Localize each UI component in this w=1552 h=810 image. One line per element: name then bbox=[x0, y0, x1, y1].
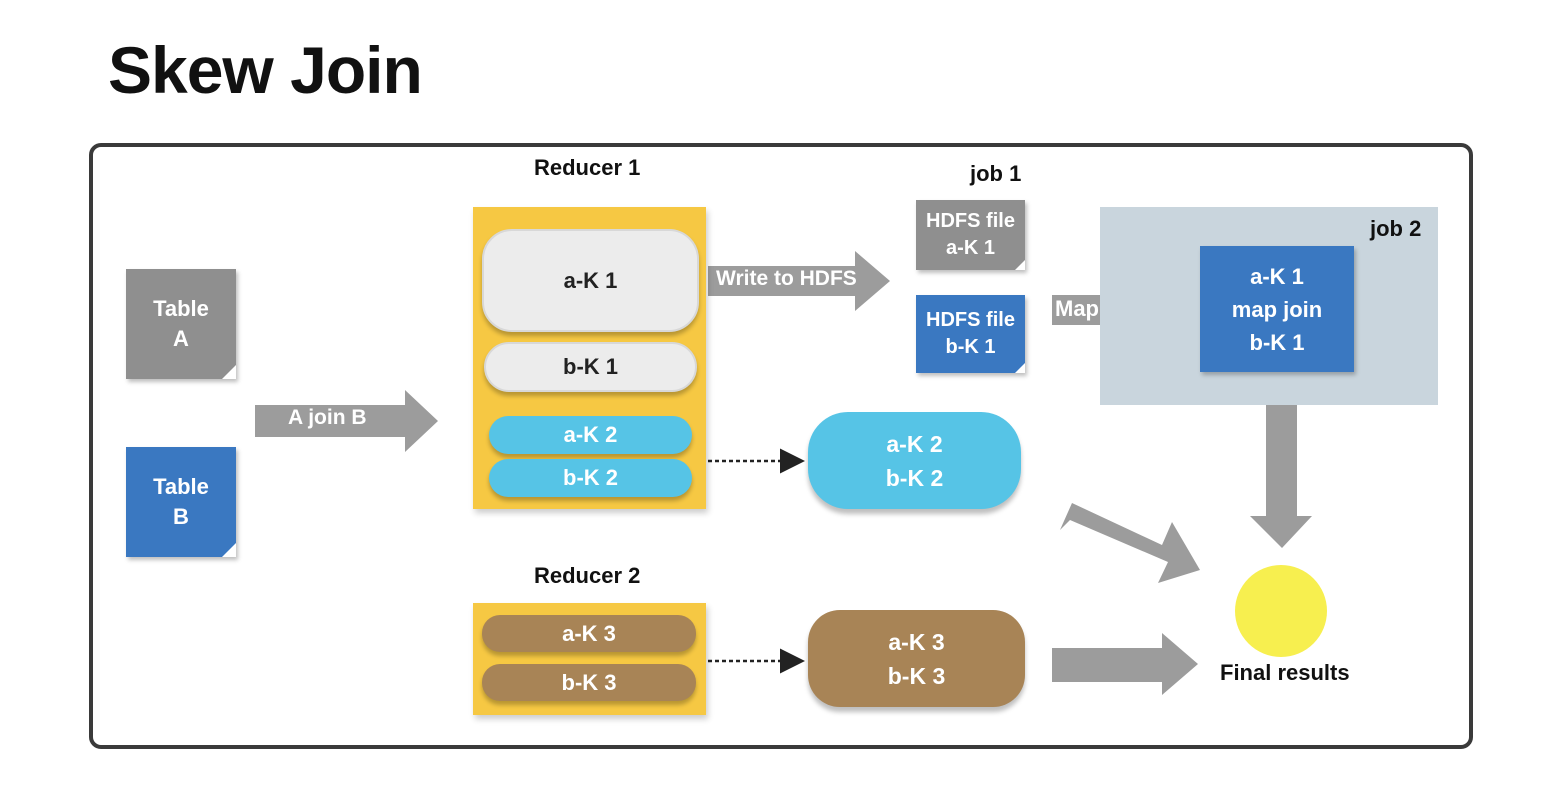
final-results-label: Final results bbox=[1220, 660, 1350, 685]
reducer1-label: Reducer 1 bbox=[534, 155, 641, 180]
table-b-document: Table B bbox=[126, 447, 236, 557]
output-k2-line2: b-K 2 bbox=[885, 464, 944, 491]
table-a-line2: A bbox=[173, 326, 189, 351]
k2-to-final-arrow bbox=[1060, 503, 1200, 583]
output-node-k2: a-K 2 b-K 2 bbox=[808, 412, 1021, 509]
k3-to-final-arrow bbox=[1052, 633, 1198, 695]
folded-corner-icon bbox=[222, 543, 236, 557]
table-b-line2: B bbox=[173, 504, 189, 529]
hdfs-file-ak1: HDFS file a-K 1 bbox=[916, 200, 1025, 270]
page-title: Skew Join bbox=[108, 33, 423, 107]
reducer1-item-bk1: b-K 1 bbox=[484, 342, 697, 392]
output-k2-line1: a-K 2 bbox=[886, 430, 943, 457]
job2-down-arrow bbox=[1250, 405, 1312, 548]
reducer2-item-ak3: a-K 3 bbox=[482, 615, 696, 652]
job2-label: job 2 bbox=[1370, 216, 1422, 241]
table-a-document: Table A bbox=[126, 269, 236, 379]
write-arrow bbox=[708, 251, 890, 311]
output-k3-line1: a-K 3 bbox=[888, 628, 945, 655]
job1-label: job 1 bbox=[970, 161, 1022, 186]
folded-corner-icon bbox=[222, 365, 236, 379]
output-node-k3: a-K 3 b-K 3 bbox=[808, 610, 1025, 707]
reducer2-item-bk3: b-K 3 bbox=[482, 664, 696, 701]
diagram-frame bbox=[89, 143, 1473, 749]
mapjoin-box: a-K 1 map join b-K 1 bbox=[1200, 246, 1354, 372]
final-results-circle bbox=[1235, 565, 1327, 657]
hdfs-file-bk1-line1: HDFS file bbox=[926, 309, 1015, 331]
table-a-line1: Table bbox=[153, 296, 209, 321]
hdfs-file-bk1-line2: b-K 1 bbox=[945, 336, 996, 358]
table-b-line1: Table bbox=[153, 474, 209, 499]
reducer2-label: Reducer 2 bbox=[534, 563, 641, 588]
reducer1-item-ak2: a-K 2 bbox=[489, 416, 692, 454]
mapjoin-line1: a-K 1 bbox=[1250, 263, 1304, 289]
mapjoin-line2: map join bbox=[1231, 296, 1323, 322]
mapjoin-line3: b-K 1 bbox=[1249, 329, 1305, 355]
folded-corner-icon bbox=[1015, 260, 1025, 270]
reducer1-item-ak1: a-K 1 bbox=[482, 229, 699, 332]
reducer1-item-bk2: b-K 2 bbox=[489, 459, 692, 497]
hdfs-file-ak1-line1: HDFS file bbox=[926, 210, 1015, 232]
join-arrow-label: A join B bbox=[288, 406, 367, 429]
folded-corner-icon bbox=[1015, 363, 1025, 373]
join-arrow bbox=[255, 390, 438, 452]
output-k3-line2: b-K 3 bbox=[887, 662, 946, 689]
hdfs-file-ak1-line2: a-K 1 bbox=[946, 237, 995, 259]
write-arrow-label: Write to HDFS bbox=[716, 267, 857, 290]
hdfs-file-bk1: HDFS file b-K 1 bbox=[916, 295, 1025, 373]
